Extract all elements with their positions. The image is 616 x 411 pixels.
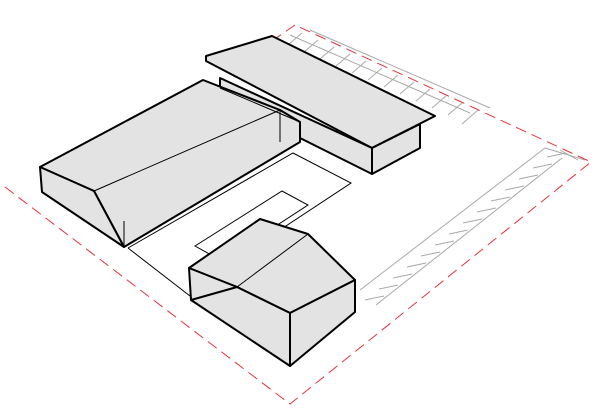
parking-row-north xyxy=(287,29,491,125)
front-building xyxy=(188,218,356,367)
parking-row-east xyxy=(359,147,586,306)
long-barn-building xyxy=(39,79,301,248)
